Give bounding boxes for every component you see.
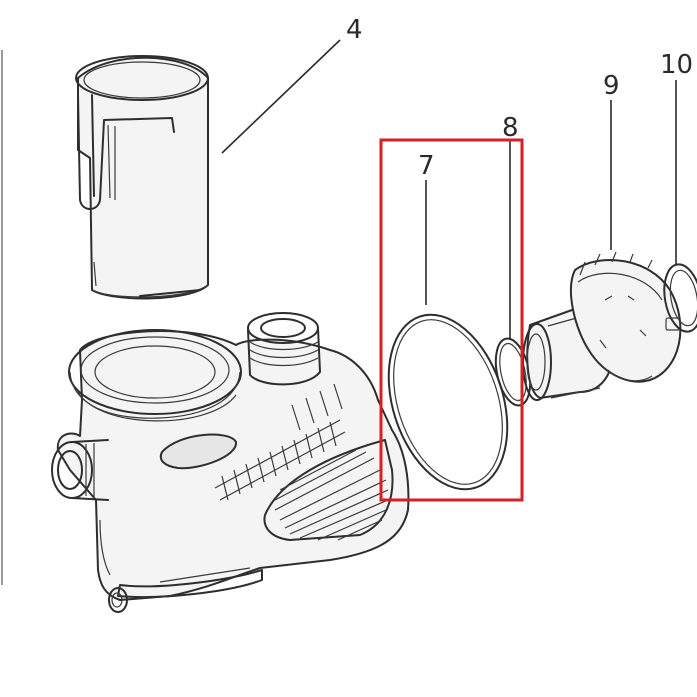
callout-4: 4 — [346, 15, 363, 45]
vent-slots — [214, 383, 346, 501]
pump-housing — [51, 312, 410, 613]
diffuser-assembly — [522, 251, 682, 401]
highlight-box — [379, 138, 524, 502]
discharge-port — [247, 312, 321, 386]
leader-line-4 — [221, 39, 341, 154]
callout-10: 10 — [660, 50, 693, 80]
callout-7: 7 — [418, 151, 435, 181]
callout-9: 9 — [603, 71, 620, 101]
callout-8: 8 — [502, 113, 519, 143]
suction-port — [51, 439, 109, 501]
motor-grille — [263, 439, 394, 541]
strainer-basket — [75, 55, 209, 300]
